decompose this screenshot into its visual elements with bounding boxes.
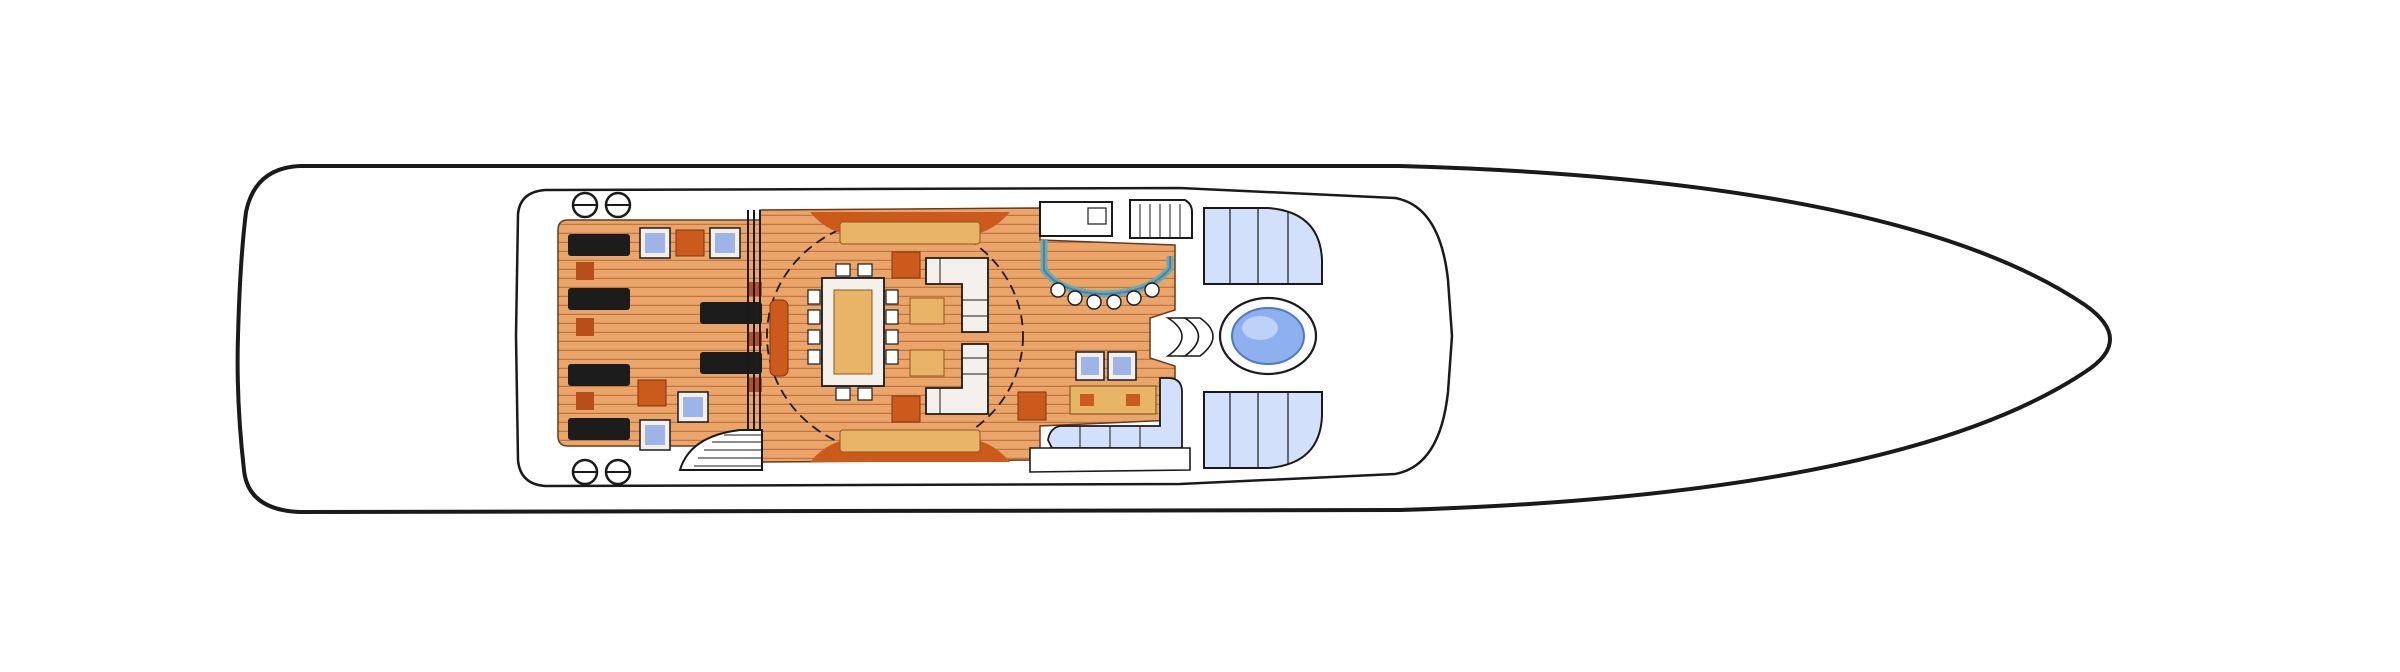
coffee-table-icon — [909, 349, 945, 377]
aft-staircase — [678, 429, 763, 471]
sunpad-starboard — [1203, 391, 1323, 469]
side-table-icon — [1017, 391, 1047, 421]
side-table-icon — [675, 229, 705, 257]
side-table-icon — [891, 395, 921, 423]
dining-chair-icon — [807, 349, 821, 365]
side-table-icon — [576, 318, 594, 336]
sun-lounger-icon — [568, 288, 630, 310]
side-table-icon — [576, 392, 594, 410]
side-table-icon — [1080, 394, 1094, 406]
dining-chair-icon — [835, 263, 851, 277]
dining-chair-icon — [807, 329, 821, 345]
sunpad-port — [1203, 207, 1323, 285]
bar-counter-icon — [1040, 240, 1174, 298]
sun-lounger-icon — [700, 302, 762, 324]
forward-lounge — [1069, 351, 1157, 415]
dining-chair-icon — [885, 309, 899, 325]
tender-chocks-aft-starboard — [571, 458, 632, 486]
spa-pool-icon — [1218, 296, 1318, 376]
side-table-icon — [576, 262, 594, 280]
bar-stool-icon — [1050, 282, 1066, 298]
bench-bottom-cushion — [839, 429, 981, 453]
dining-chair-icon — [807, 309, 821, 325]
bar-area — [1039, 201, 1174, 310]
sofa-icon — [1047, 377, 1183, 449]
aft-deck — [557, 219, 761, 447]
deck-partition — [747, 210, 761, 430]
tender-chock-icon — [571, 191, 599, 219]
staircase-icon — [1129, 199, 1193, 239]
pool-steps — [1165, 317, 1214, 357]
side-deck-walkway — [1029, 447, 1191, 473]
dining-table-icon — [821, 277, 885, 387]
bar-stools — [1050, 282, 1160, 310]
bar-stool-icon — [1126, 290, 1142, 306]
bar-stool-icon — [1086, 294, 1102, 310]
sun-lounger-icon — [568, 234, 630, 256]
sun-loungers — [568, 234, 762, 440]
dining-chair-icon — [885, 329, 899, 345]
dining-chair-icon — [807, 289, 821, 305]
side-table-icon — [891, 251, 921, 279]
bench-top-cushion — [839, 221, 981, 245]
tender-chock-icon — [571, 458, 599, 486]
forward-staircase — [1129, 199, 1193, 239]
dining-chair-icon — [885, 289, 899, 305]
bar-stool-icon — [1144, 282, 1160, 298]
bar-stool-icon — [1067, 290, 1083, 306]
aft-side-tables — [576, 229, 762, 410]
tender-chock-icon — [604, 191, 632, 219]
sun-lounger-icon — [568, 418, 630, 440]
armchair-icon — [639, 227, 671, 259]
side-table-icon — [1126, 394, 1140, 406]
armchair-icon — [1075, 351, 1105, 381]
armchair-icon — [709, 227, 741, 259]
dining-chair-icon — [835, 387, 851, 401]
sofa-icon — [925, 343, 989, 415]
console — [769, 299, 789, 377]
dining-area — [766, 212, 1047, 462]
aft-armchairs — [639, 227, 741, 451]
sun-lounger-icon — [568, 364, 630, 386]
foredeck — [1203, 207, 1323, 469]
dining-chair-icon — [857, 387, 873, 401]
side-table-icon — [637, 379, 667, 407]
tender-chock-icon — [604, 458, 632, 486]
armchair-icon — [677, 391, 709, 423]
coffee-table-icon — [909, 297, 945, 325]
armchair-icon — [639, 419, 671, 451]
armchair-icon — [1107, 351, 1137, 381]
bar-sink — [1087, 207, 1107, 225]
sun-lounger-icon — [700, 352, 762, 374]
dining-chair-icon — [885, 349, 899, 365]
dining-chairs — [807, 263, 899, 401]
sofa-icon — [925, 257, 989, 333]
tender-chocks-aft-port — [571, 191, 632, 219]
bar-stool-icon — [1106, 294, 1122, 310]
dining-chair-icon — [857, 263, 873, 277]
